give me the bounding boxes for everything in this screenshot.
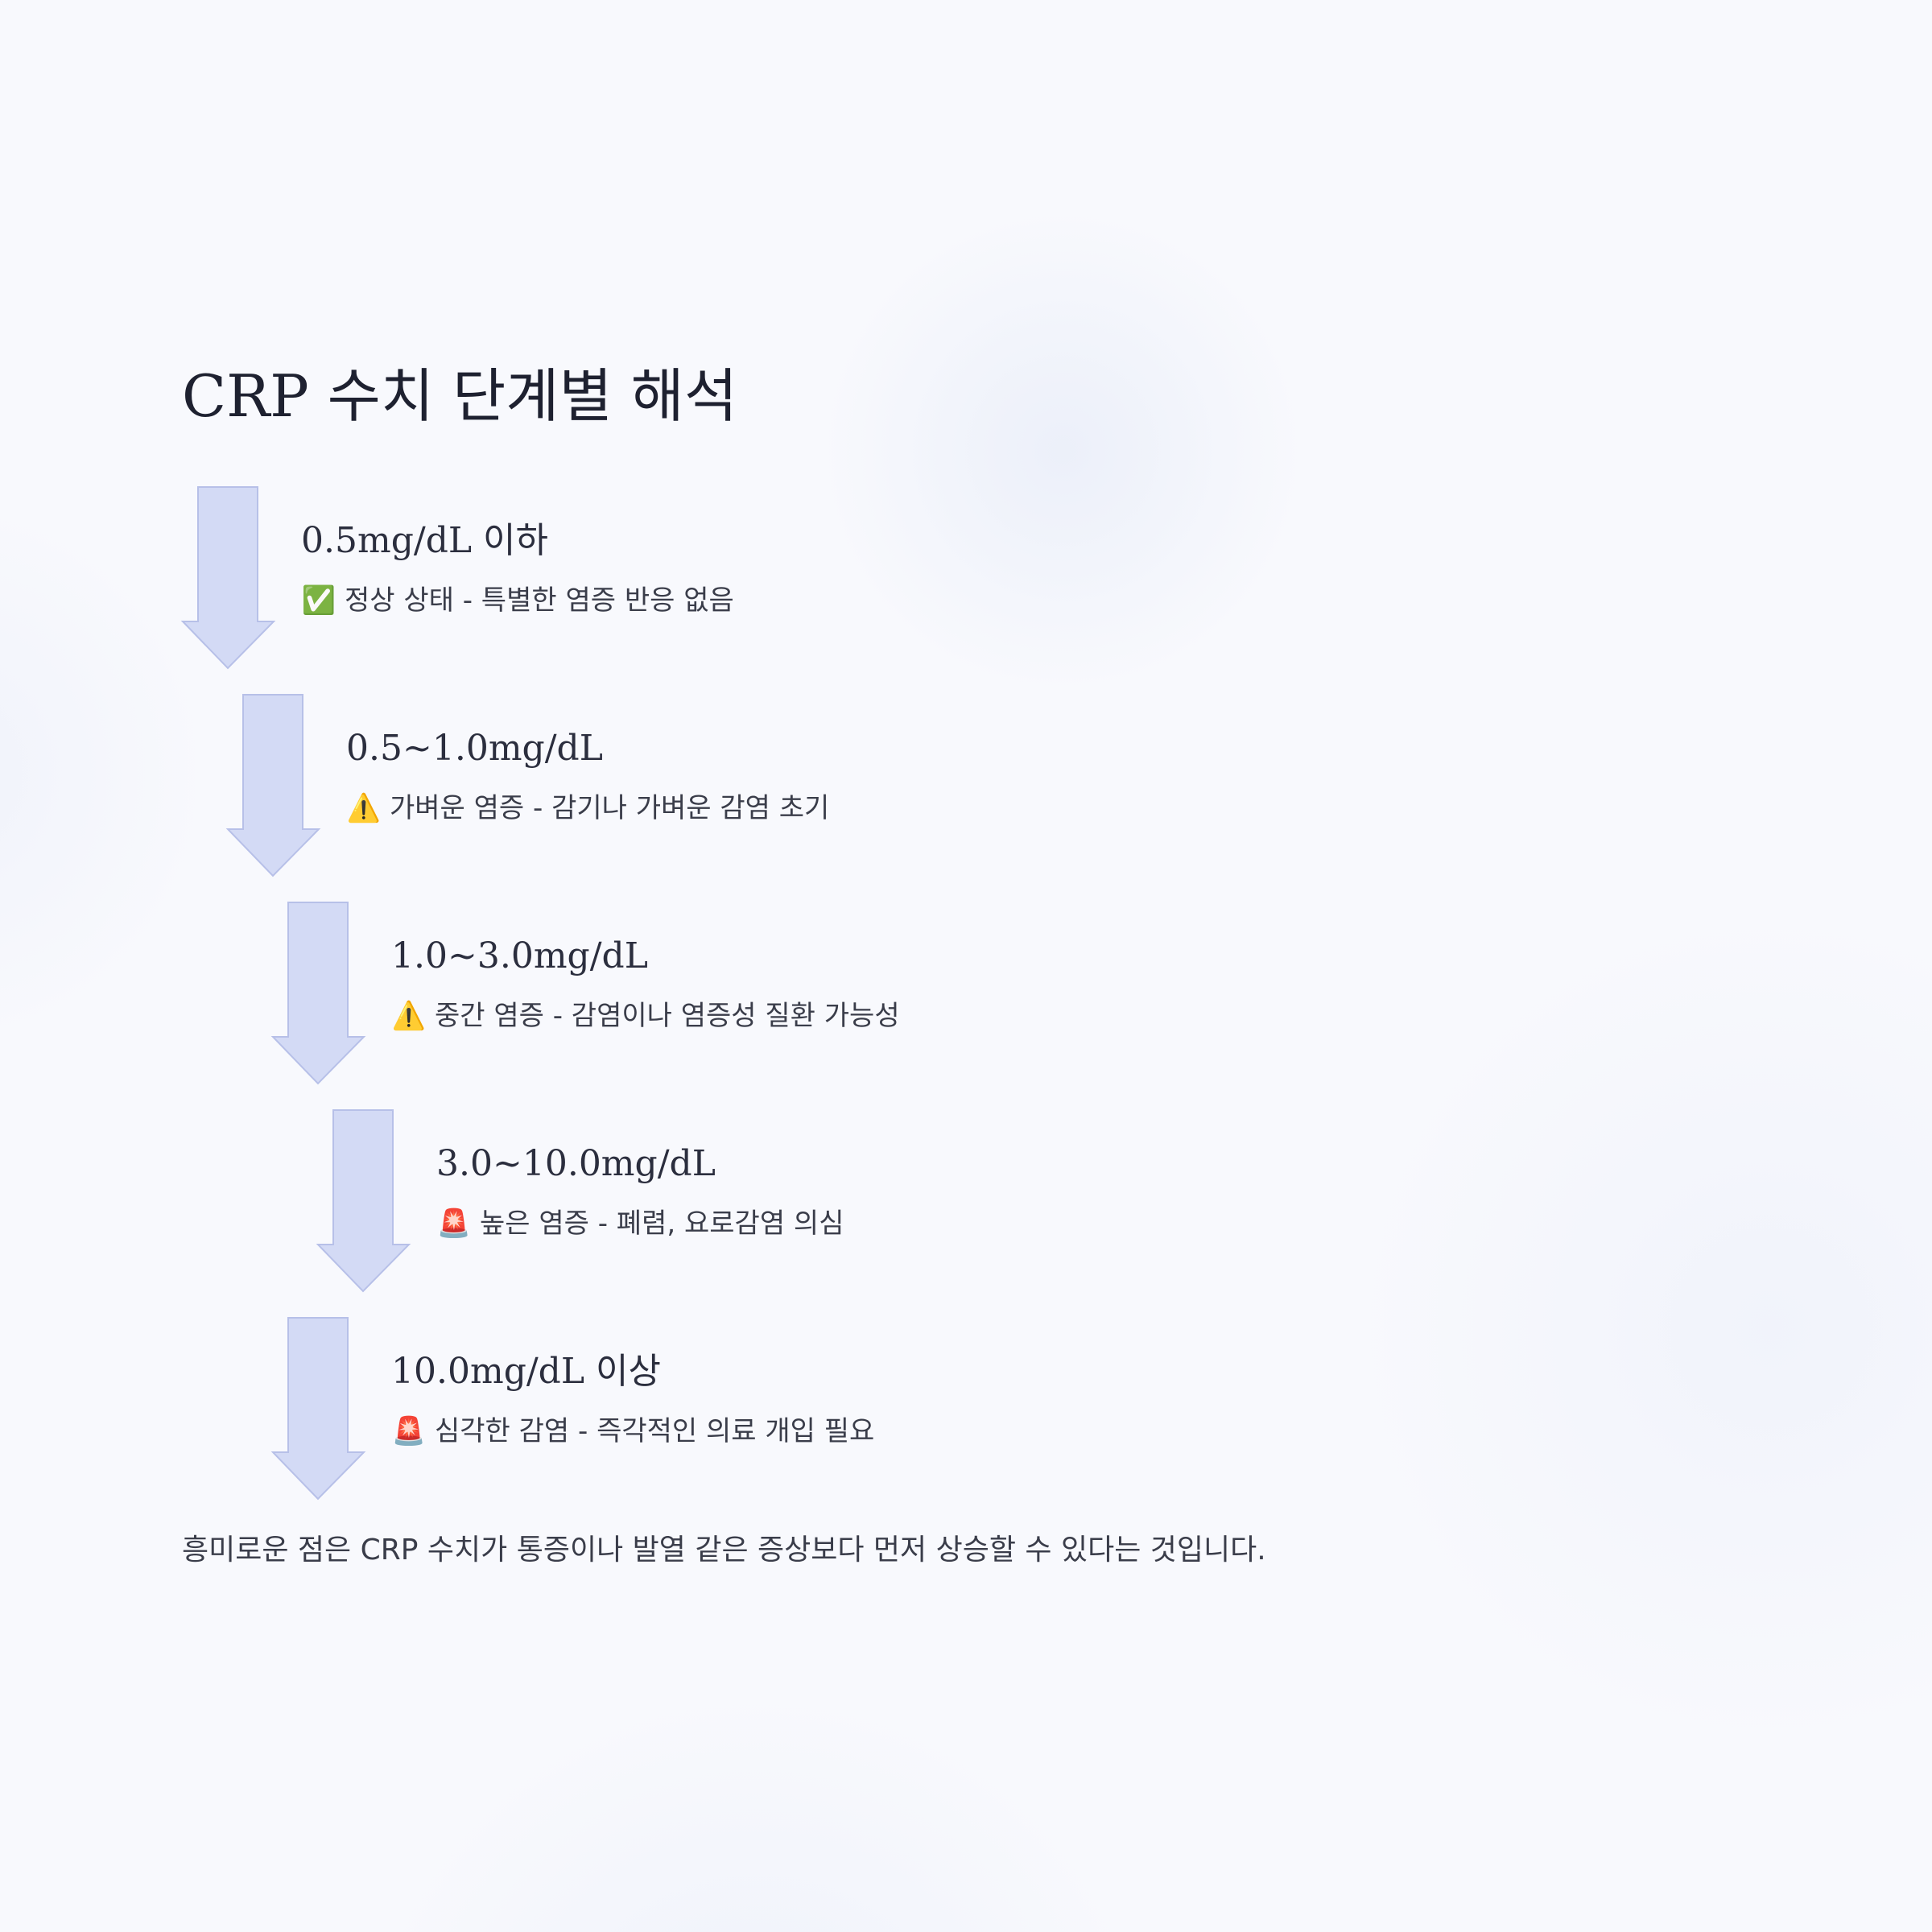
- step-range: 0.5~1.0mg/dL: [346, 728, 603, 769]
- step-description-text: 가벼운 염증 - 감기나 가벼운 감염 초기: [390, 792, 830, 824]
- step-description-text: 심각한 감염 - 즉각적인 의료 개입 필요: [435, 1415, 875, 1447]
- step-description: ⚠️중간 염증 - 감염이나 염증성 질환 가능성: [391, 997, 900, 1035]
- down-arrow-icon: [180, 486, 276, 670]
- page-title: CRP 수치 단계별 해석: [182, 362, 738, 430]
- step-description: 🚨심각한 감염 - 즉각적인 의료 개입 필요: [391, 1412, 875, 1451]
- step-description: ✅ 정상 상태 - 특별한 염증 반응 없음: [301, 581, 734, 620]
- step-description: 🚨높은 염증 - 폐렴, 요로감염 의심: [436, 1204, 844, 1243]
- down-arrow-icon: [316, 1109, 411, 1293]
- warning-icon: ⚠️: [391, 1000, 427, 1032]
- step-range: 3.0~10.0mg/dL: [436, 1143, 716, 1184]
- siren-icon: 🚨: [391, 1415, 427, 1447]
- down-arrow-icon: [225, 694, 321, 877]
- down-arrow-icon: [270, 1317, 366, 1501]
- down-arrow-icon: [270, 902, 366, 1085]
- step-description-text: 정상 상태 - 특별한 염증 반응 없음: [345, 584, 734, 617]
- step-range: 0.5mg/dL 이하: [301, 520, 549, 561]
- warning-icon: ⚠️: [346, 792, 382, 824]
- step-description-text: 높은 염증 - 폐렴, 요로감염 의심: [480, 1208, 844, 1240]
- step-range: 10.0mg/dL 이상: [391, 1351, 662, 1392]
- siren-icon: 🚨: [436, 1208, 472, 1240]
- footnote: 흥미로운 점은 CRP 수치가 통증이나 발열 같은 증상보다 먼저 상승할 수…: [182, 1534, 1266, 1567]
- check-mark-icon: ✅: [301, 584, 336, 617]
- step-description-text: 중간 염증 - 감염이나 염증성 질환 가능성: [435, 1000, 900, 1032]
- step-description: ⚠️가벼운 염증 - 감기나 가벼운 감염 초기: [346, 789, 830, 828]
- step-range: 1.0~3.0mg/dL: [391, 935, 648, 976]
